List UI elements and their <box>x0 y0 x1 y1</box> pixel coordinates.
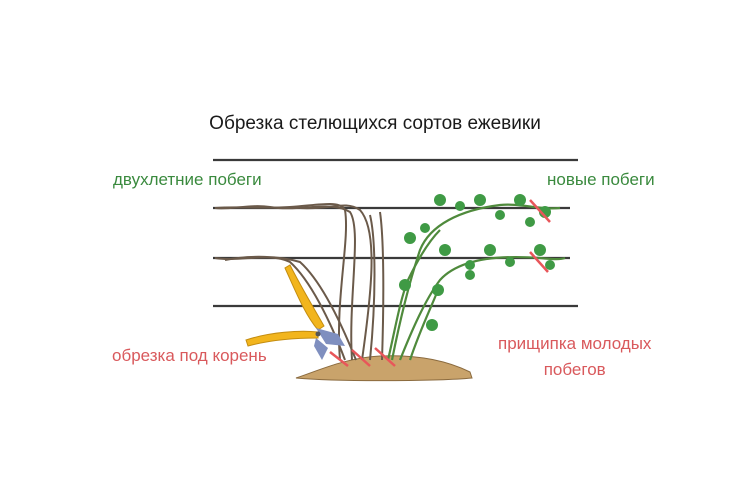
two-year-canes <box>214 203 385 361</box>
soil-mound-icon <box>295 355 473 382</box>
label-pinch-young-shoots: прищипка молодых побегов <box>498 331 651 383</box>
pinch-marks <box>529 199 551 273</box>
label-new-shoots: новые побеги <box>547 170 655 189</box>
label-pinch-line2: побегов <box>543 360 606 379</box>
label-pinch-line1: прищипка молодых <box>498 334 652 353</box>
trellis-wires <box>213 158 578 308</box>
new-canes <box>386 203 566 361</box>
root-cut-marks <box>329 347 396 367</box>
pruning-shears-icon <box>245 264 345 360</box>
label-two-year-shoots: двухлетние побеги <box>113 170 262 189</box>
diagram-title: Обрезка стелющихся сортов ежевики <box>209 113 541 134</box>
label-cut-to-root: обрезка под корень <box>112 346 267 365</box>
